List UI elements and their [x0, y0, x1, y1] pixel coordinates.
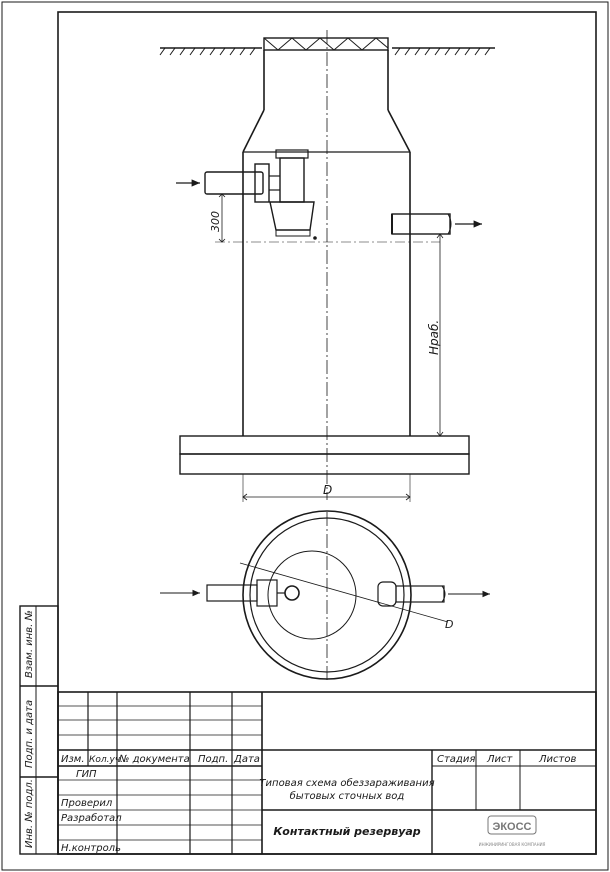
side-stamp: Взам. инв. № Подп. и дата Инв. № подл.: [19, 605, 59, 855]
inlet-pipe: [176, 163, 270, 203]
tb-n-kontrol: Н.контроль: [61, 843, 121, 854]
title-block: Изм. Кол.уч. № документа Подп. Дата ГИП …: [57, 691, 597, 855]
company-logo: ЭКОСС ИНЖИНИРИНГОВАЯ КОМПАНИЯ: [479, 815, 546, 847]
chlorinator-unit: [269, 149, 315, 237]
tb-title-line1: Типовая схема обеззараживания: [259, 777, 434, 789]
dimension-hrab: Нраб.: [427, 233, 444, 437]
hatch-cover: [263, 37, 389, 51]
tb-izm: Изм.: [61, 754, 85, 765]
logo-caption: ИНЖИНИРИНГОВАЯ КОМПАНИЯ: [479, 842, 546, 847]
tb-gip: ГИП: [76, 769, 97, 780]
tb-data: Дата: [233, 754, 260, 765]
plan-dim-d-label: D: [445, 618, 453, 631]
dimension-d: D: [242, 474, 411, 502]
tb-title-line2: бытовых сточных вод: [290, 790, 405, 802]
tb-proveril: Проверил: [61, 798, 113, 809]
tb-kol-uch: Кол.уч.: [89, 755, 123, 765]
logo-text: ЭКОСС: [493, 821, 532, 833]
side-podp-label: Подп. и дата: [24, 700, 35, 768]
dim-300-label: 300: [209, 211, 222, 232]
tb-sheet-name: Контактный резервуар: [273, 825, 420, 838]
tb-n-doc: № документа: [118, 754, 190, 765]
side-vzam-label: Взам. инв. №: [24, 610, 35, 678]
side-inv-label: Инв. № подл.: [24, 779, 35, 848]
dim-d-label: D: [323, 483, 332, 497]
tank-section: [242, 50, 411, 436]
outlet-pipe: [391, 213, 482, 235]
plan-view: D: [160, 510, 490, 680]
tb-razrabotal: Разработал: [61, 812, 122, 824]
tb-podp: Подп.: [198, 754, 228, 765]
tb-stadiya: Стадия: [437, 754, 475, 765]
dim-hrab-label: Нраб.: [427, 320, 441, 355]
dimension-300: 300: [209, 193, 440, 243]
ground-line: [159, 47, 495, 56]
tb-listov: Листов: [538, 754, 576, 765]
tb-list: Лист: [486, 754, 514, 765]
foundation-slab: [179, 435, 470, 475]
